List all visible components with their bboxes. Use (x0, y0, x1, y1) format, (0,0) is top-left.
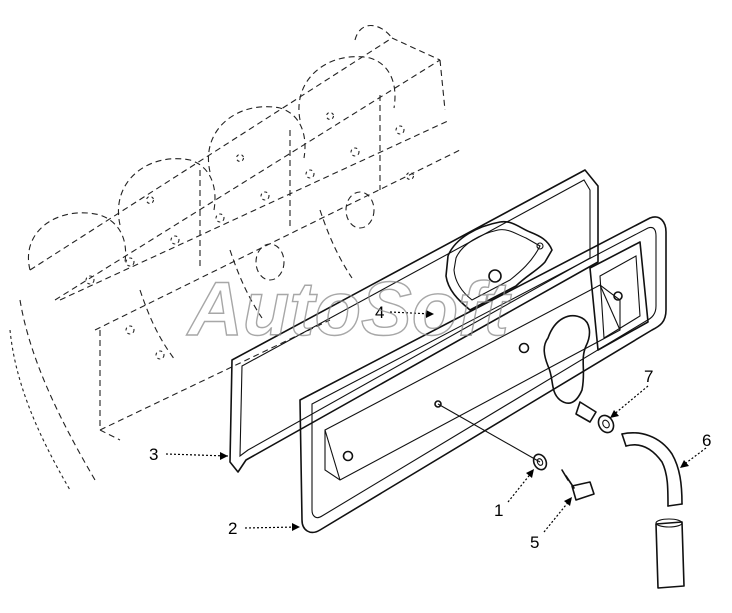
callout-5: 5 (530, 533, 539, 552)
callout-labels: 3 2 4 1 5 7 6 (149, 303, 711, 552)
callout-3: 3 (149, 445, 158, 464)
callout-2: 2 (228, 519, 237, 538)
callout-4: 4 (375, 303, 384, 322)
callout-1: 1 (494, 501, 503, 520)
callout-6: 6 (702, 431, 711, 450)
leader-lines (165, 310, 707, 533)
seal-washer (532, 453, 548, 471)
callout-7: 7 (644, 367, 653, 386)
watermark-text: AutoSoft (186, 267, 511, 352)
breather-hose (621, 432, 685, 589)
valve-side-cover (299, 216, 667, 534)
cover-bolt (561, 469, 595, 501)
baffle-plate (445, 220, 553, 311)
bolt-alignment-line (437, 403, 541, 463)
o-ring (597, 414, 615, 434)
engine-block-outline (9, 24, 461, 491)
